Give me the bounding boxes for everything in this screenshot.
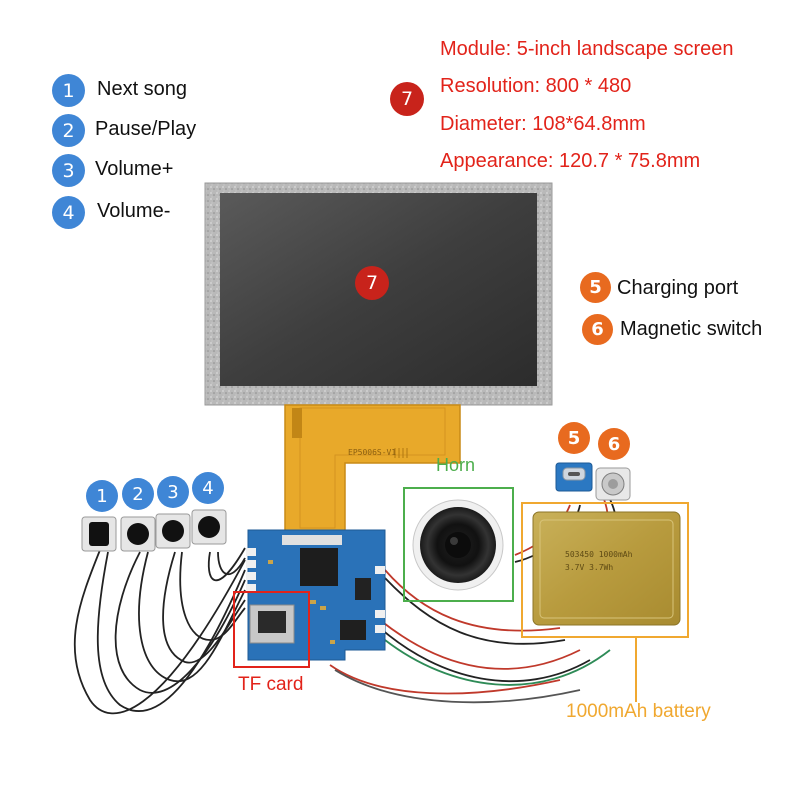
button-4: [191, 509, 227, 545]
screen-badge-7: 7: [355, 266, 389, 300]
legend-label-charging-port: Charging port: [617, 277, 739, 299]
button-2: [120, 516, 156, 552]
battery-print-voltage: 3.7V 3.7Wh: [565, 563, 613, 572]
button-3: [155, 513, 191, 549]
legend-badge-5: 5: [580, 272, 611, 303]
battery-label: 1000mAh battery: [566, 701, 711, 722]
switch-badge-6: 6: [598, 428, 630, 460]
legend-badge-6: 6: [582, 314, 613, 345]
tf-card-label: TF card: [238, 674, 304, 695]
spec-appearance: Appearance: 120.7 * 75.8mm: [440, 150, 701, 172]
speaker: [412, 499, 504, 591]
tactile-buttons: [81, 509, 227, 552]
button-badge-4: 4: [192, 472, 224, 504]
spec-module: Module: 5-inch landscape screen: [440, 38, 734, 60]
charging-port-board: [555, 462, 593, 492]
button-badge-3: 3: [157, 476, 189, 508]
legend-badge-4: 4: [52, 196, 85, 229]
horn-callout-box: [403, 487, 514, 602]
legend-label-pause-play: Pause/Play: [95, 118, 197, 140]
button-1: [81, 516, 117, 552]
port-badge-5: 5: [558, 422, 590, 454]
battery-callout-box: [521, 502, 689, 638]
spec-diameter: Diameter: 108*64.8mm: [440, 113, 646, 135]
legend-badge-1: 1: [52, 74, 85, 107]
horn-label: Horn: [436, 455, 476, 475]
magnetic-switch: [595, 467, 631, 501]
legend-label-volume-down: Volume-: [97, 200, 171, 222]
legend-badge-3: 3: [52, 154, 85, 187]
main-pcb: [246, 529, 386, 661]
spec-resolution: Resolution: 800 * 480: [440, 75, 632, 97]
spec-badge-7: 7: [390, 82, 424, 116]
lcd-screen-module: [204, 182, 553, 406]
legend-label-volume-up: Volume+: [95, 158, 174, 180]
flex-cable: EP5006S-V1: [284, 404, 461, 533]
legend-badge-2: 2: [52, 114, 85, 147]
battery-print-capacity: 503450 1000mAh: [565, 550, 633, 559]
fpc-print: EP5006S-V1: [348, 448, 396, 457]
battery: 503450 1000mAh 3.7V 3.7Wh: [532, 511, 681, 626]
legend-label-next-song: Next song: [97, 78, 188, 100]
button-badge-1: 1: [86, 480, 118, 512]
tf-card-slot: [249, 604, 295, 644]
tf-card-callout-box: [233, 591, 310, 668]
legend-label-magnetic-switch: Magnetic switch: [620, 318, 763, 340]
button-badge-2: 2: [122, 478, 154, 510]
